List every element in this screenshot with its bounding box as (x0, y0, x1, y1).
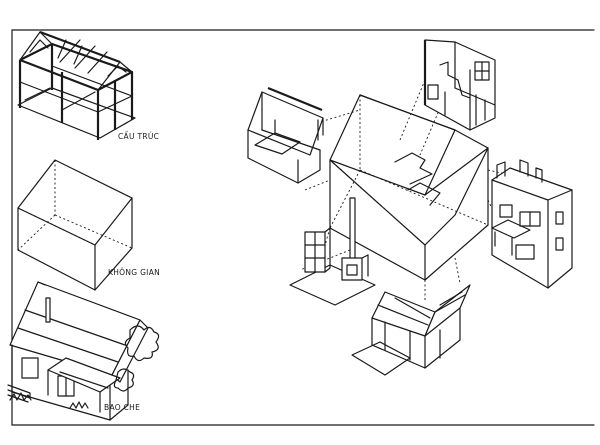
structure-label: CẤU TRÚC (118, 132, 160, 141)
porch-module-drawing (351, 284, 471, 376)
enclosure-house-drawing (7, 281, 160, 421)
interior-module-drawing (423, 39, 496, 131)
enclosure-label: BAO CHE (104, 403, 141, 412)
fireplace-module-drawing (289, 197, 376, 306)
space-volume-drawing (17, 159, 133, 291)
space-label: KHÔNG GIAN (108, 268, 161, 277)
structure-frame-drawing (17, 30, 136, 140)
facade-module-drawing (491, 159, 573, 289)
room-module-drawing (247, 86, 324, 184)
central-volume-drawing (329, 94, 489, 281)
